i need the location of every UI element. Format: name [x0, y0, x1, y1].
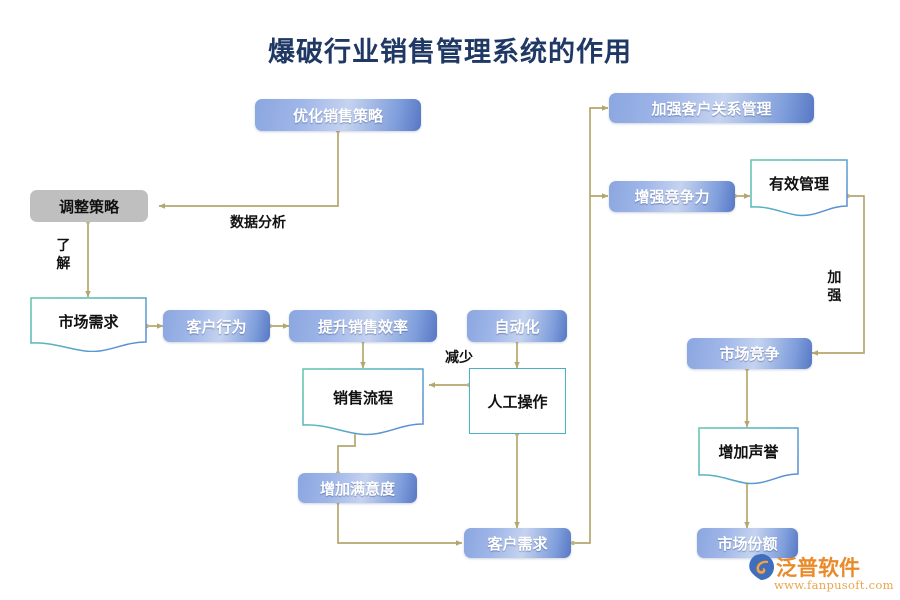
node-label: 调整策略 [58, 197, 119, 216]
node-increase-satisfaction[interactable]: 增加满意度 [298, 473, 417, 503]
node-label: 提升销售效率 [317, 317, 408, 336]
node-label: 增加声誉 [718, 443, 779, 461]
node-label: 市场竞争 [719, 345, 780, 363]
node-sales-process[interactable]: 销售流程 [302, 368, 424, 436]
node-label: 市场需求 [58, 313, 119, 331]
document-shape [302, 368, 424, 436]
node-strengthen-crm[interactable]: 加强客户关系管理 [609, 93, 814, 123]
edge-label-strengthen: 加强 [827, 270, 842, 304]
node-customer-behavior[interactable]: 客户行为 [163, 310, 270, 342]
node-label: 增加满意度 [319, 479, 395, 498]
brand-logo: 泛普软件 www.fanpusoft.com [748, 552, 894, 596]
node-label: 加强客户关系管理 [651, 99, 772, 118]
node-manual-operation[interactable]: 人工操作 [469, 368, 566, 434]
document-shape [30, 297, 147, 352]
node-optimize-strategy[interactable]: 优化销售策略 [255, 99, 421, 131]
node-label: 自动化 [494, 317, 540, 336]
node-effective-management[interactable]: 有效管理 [750, 159, 848, 217]
node-label: 销售流程 [332, 389, 393, 407]
node-label: 有效管理 [768, 175, 829, 193]
node-increase-reputation[interactable]: 增加声誉 [698, 427, 799, 485]
node-label: 人工操作 [487, 392, 548, 411]
node-label: 客户行为 [186, 317, 247, 336]
node-market-demand[interactable]: 市场需求 [30, 297, 147, 352]
edge-label-understand: 了解 [56, 238, 71, 272]
edge-label-data-analysis: 数据分析 [230, 215, 286, 231]
node-improve-efficiency[interactable]: 提升销售效率 [289, 310, 437, 342]
page-title: 爆破行业销售管理系统的作用 [268, 37, 632, 68]
node-label: 市场份额 [717, 534, 778, 553]
node-automation[interactable]: 自动化 [467, 310, 567, 342]
node-adjust-strategy[interactable]: 调整策略 [30, 190, 148, 222]
node-enhance-competitiveness[interactable]: 增强竞争力 [609, 181, 735, 212]
node-market-competition[interactable]: 市场竞争 [687, 338, 812, 369]
logo-text: 泛普软件 [776, 556, 860, 580]
node-label: 增强竞争力 [634, 188, 710, 206]
logo-url: www.fanpusoft.com [774, 578, 894, 592]
node-label: 优化销售策略 [292, 106, 383, 125]
edge-label-reduce: 减少 [445, 350, 473, 366]
node-label: 客户需求 [487, 534, 548, 553]
node-customer-needs[interactable]: 客户需求 [464, 528, 571, 558]
logo-mark-icon [749, 554, 774, 580]
node-market-share[interactable]: 市场份额 [697, 528, 798, 558]
